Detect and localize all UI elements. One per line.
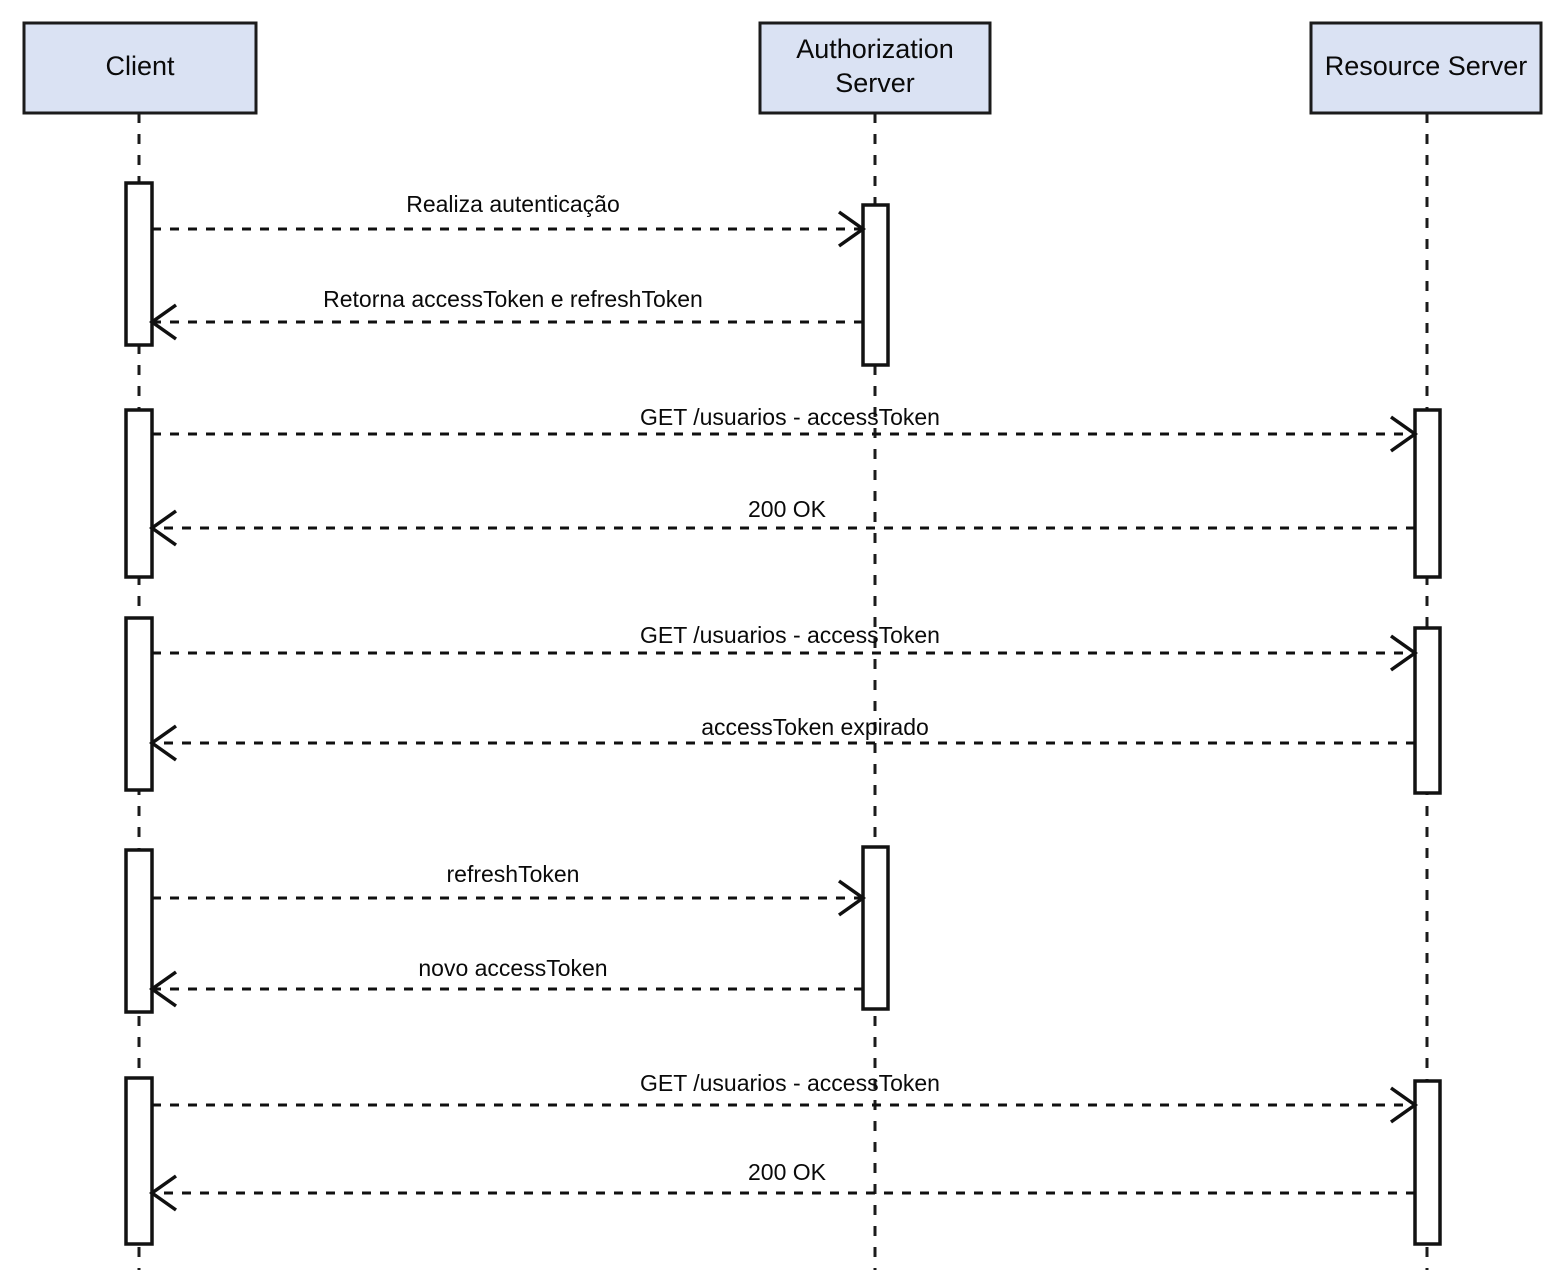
message-1[interactable]: Realiza autenticação — [152, 191, 867, 248]
message-label-3: GET /usuarios - accessToken — [640, 404, 940, 430]
activation-bar-client[interactable] — [124, 616, 154, 792]
activation-bar-client[interactable] — [124, 1076, 154, 1246]
message-label-4: 200 OK — [748, 496, 827, 522]
message-2[interactable]: Retorna accessToken e refreshToken — [148, 286, 863, 341]
participant-label-client: Client — [105, 51, 175, 81]
message-arrowhead-7 — [837, 879, 867, 917]
message-arrowhead-9 — [1389, 1086, 1419, 1124]
message-label-9: GET /usuarios - accessToken — [640, 1070, 940, 1096]
message-arrowhead-1 — [837, 210, 867, 248]
message-8[interactable]: novo accessToken — [148, 955, 863, 1008]
message-label-5: GET /usuarios - accessToken — [640, 622, 940, 648]
message-arrowhead-6 — [148, 724, 178, 762]
message-3[interactable]: GET /usuarios - accessToken — [152, 404, 1419, 453]
message-5[interactable]: GET /usuarios - accessToken — [152, 622, 1419, 672]
activation-bar-resource-server[interactable] — [1413, 1079, 1442, 1246]
message-arrowhead-2 — [148, 303, 178, 341]
message-arrowhead-8 — [148, 970, 178, 1008]
message-arrowhead-4 — [148, 509, 178, 547]
activation-bar-client[interactable] — [124, 181, 154, 347]
activation-bar-client[interactable] — [124, 408, 154, 579]
message-arrowhead-3 — [1389, 415, 1419, 453]
message-label-10: 200 OK — [748, 1159, 827, 1185]
message-label-2: Retorna accessToken e refreshToken — [323, 286, 703, 312]
message-label-1: Realiza autenticação — [406, 191, 620, 217]
message-label-8: novo accessToken — [418, 955, 607, 981]
participant-resource-server[interactable]: Resource Server — [1309, 21, 1543, 115]
activation-bar-authorization-server[interactable] — [861, 845, 890, 1011]
participant-client[interactable]: Client — [22, 21, 258, 115]
activation-bar-client[interactable] — [124, 848, 154, 1014]
activation-bar-authorization-server[interactable] — [861, 203, 890, 367]
participant-box-authorization-server[interactable] — [758, 21, 992, 115]
message-arrowhead-5 — [1389, 634, 1419, 672]
activation-bar-resource-server[interactable] — [1413, 626, 1442, 795]
message-label-7: refreshToken — [447, 861, 580, 887]
message-6[interactable]: accessToken expirado — [148, 714, 1415, 762]
message-10[interactable]: 200 OK — [148, 1159, 1415, 1212]
message-label-6: accessToken expirado — [701, 714, 929, 740]
activation-bar-resource-server[interactable] — [1413, 408, 1442, 579]
participant-box-resource-server[interactable] — [1309, 21, 1543, 115]
activations-layer — [124, 181, 1442, 1246]
message-arrowhead-10 — [148, 1174, 178, 1212]
message-7[interactable]: refreshToken — [152, 861, 867, 917]
message-4[interactable]: 200 OK — [148, 496, 1415, 547]
message-9[interactable]: GET /usuarios - accessToken — [152, 1070, 1419, 1124]
participant-label-resource-server: Resource Server — [1325, 51, 1528, 81]
participant-box-client[interactable] — [22, 21, 258, 115]
